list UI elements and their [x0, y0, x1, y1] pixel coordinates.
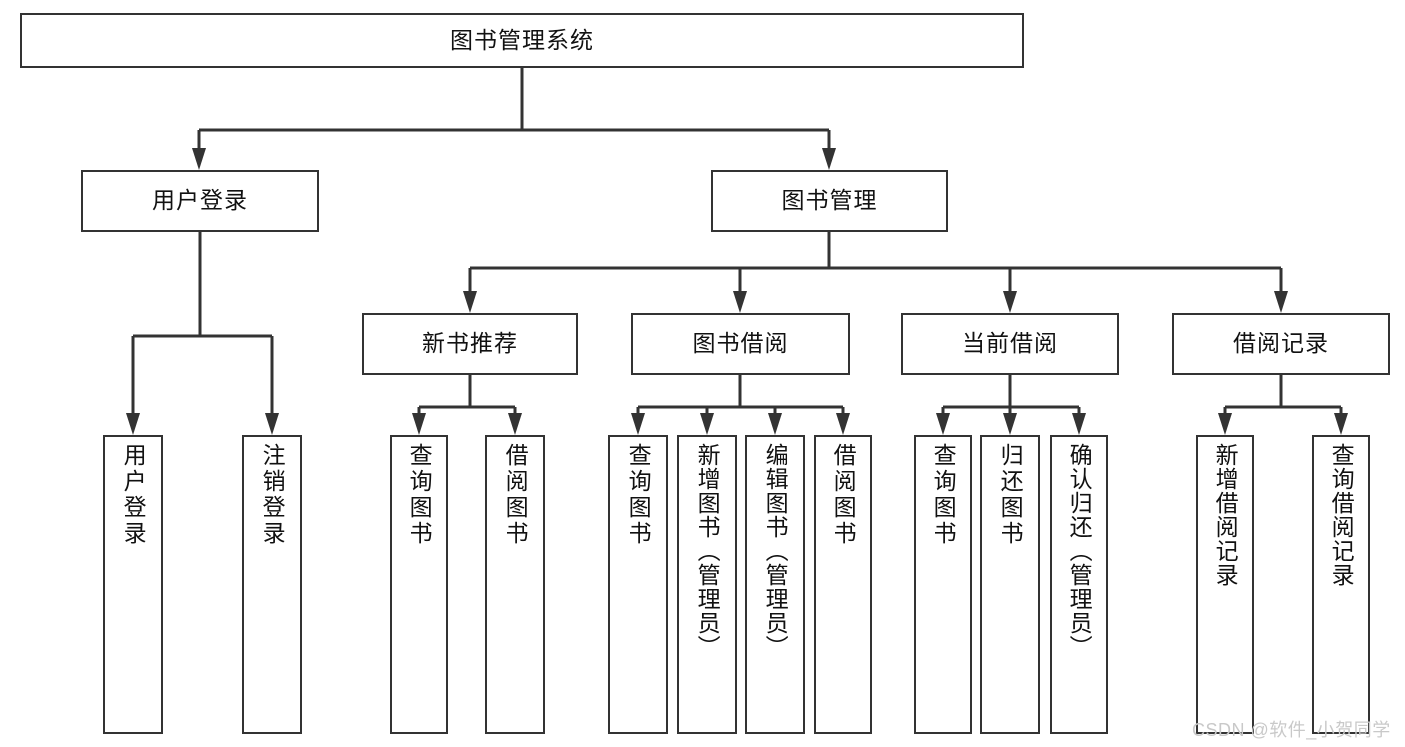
node-leaf-cur-confirm[interactable]: 确认归还（管理员）: [1050, 435, 1108, 734]
node-leaf-nb-borrow[interactable]: 借阅图书: [485, 435, 545, 734]
node-current[interactable]: 当前借阅: [901, 313, 1119, 375]
node-login[interactable]: 用户登录: [81, 170, 319, 232]
node-label-leaf-nb-query: 查询图书: [406, 443, 433, 547]
arrowhead-current-to-leaves-0: [936, 413, 950, 435]
node-label-leaf-bo-query: 查询图书: [625, 443, 652, 547]
node-newbook[interactable]: 新书推荐: [362, 313, 578, 375]
arrowhead-login-to-leaves-0: [126, 413, 140, 435]
arrowhead-borrow-to-leaves-0: [631, 413, 645, 435]
arrowhead-current-to-leaves-2: [1072, 413, 1086, 435]
arrowhead-bookmgmt-to-level2-3: [1274, 291, 1288, 313]
arrowhead-newbook-to-leaves-0: [412, 413, 426, 435]
node-leaf-bo-add[interactable]: 新增图书（管理员）: [677, 435, 737, 734]
arrowhead-login-to-leaves-1: [265, 413, 279, 435]
node-leaf-bo-query[interactable]: 查询图书: [608, 435, 668, 734]
node-root[interactable]: 图书管理系统: [20, 13, 1024, 68]
arrowhead-current-to-leaves-1: [1003, 413, 1017, 435]
node-bookmgmt[interactable]: 图书管理: [711, 170, 948, 232]
node-label-leaf-user-login: 用户登录: [120, 443, 147, 547]
node-leaf-cur-query[interactable]: 查询图书: [914, 435, 972, 734]
arrowhead-bookmgmt-to-level2-0: [463, 291, 477, 313]
node-label-leaf-rec-query: 查询借阅记录: [1328, 443, 1355, 587]
node-label-leaf-bo-borrow: 借阅图书: [830, 443, 857, 547]
arrowhead-records-to-leaves-0: [1218, 413, 1232, 435]
node-label-bookmgmt: 图书管理: [781, 187, 878, 214]
node-label-leaf-rec-add: 新增借阅记录: [1212, 443, 1239, 587]
arrowhead-newbook-to-leaves-1: [508, 413, 522, 435]
node-leaf-bo-borrow[interactable]: 借阅图书: [814, 435, 872, 734]
node-label-current: 当前借阅: [962, 330, 1058, 357]
node-label-borrow: 图书借阅: [692, 330, 789, 357]
arrowhead-borrow-to-leaves-2: [768, 413, 782, 435]
node-leaf-nb-query[interactable]: 查询图书: [390, 435, 448, 734]
node-label-login: 用户登录: [152, 187, 248, 214]
node-leaf-rec-add[interactable]: 新增借阅记录: [1196, 435, 1254, 734]
node-label-records: 借阅记录: [1233, 330, 1329, 357]
node-leaf-cur-return[interactable]: 归还图书: [980, 435, 1040, 734]
node-leaf-user-login[interactable]: 用户登录: [103, 435, 163, 734]
node-label-newbook: 新书推荐: [422, 330, 518, 357]
node-leaf-user-logout[interactable]: 注销登录: [242, 435, 302, 734]
arrowhead-borrow-to-leaves-1: [700, 413, 714, 435]
node-label-leaf-cur-confirm: 确认归还（管理员）: [1066, 443, 1093, 659]
node-label-root: 图书管理系统: [450, 26, 594, 53]
arrowhead-root-to-level1-1: [822, 148, 836, 170]
node-label-leaf-cur-query: 查询图书: [930, 443, 957, 547]
node-label-leaf-user-logout: 注销登录: [259, 443, 286, 547]
node-label-leaf-bo-add: 新增图书（管理员）: [694, 443, 721, 659]
node-records[interactable]: 借阅记录: [1172, 313, 1390, 375]
arrowhead-bookmgmt-to-level2-2: [1003, 291, 1017, 313]
node-borrow[interactable]: 图书借阅: [631, 313, 850, 375]
node-leaf-bo-edit[interactable]: 编辑图书（管理员）: [745, 435, 805, 734]
arrowhead-bookmgmt-to-level2-1: [733, 291, 747, 313]
arrowhead-records-to-leaves-1: [1334, 413, 1348, 435]
watermark: CSDN @软件_小贺同学: [1192, 720, 1391, 740]
node-label-leaf-cur-return: 归还图书: [997, 443, 1024, 547]
node-leaf-rec-query[interactable]: 查询借阅记录: [1312, 435, 1370, 734]
arrowhead-borrow-to-leaves-3: [836, 413, 850, 435]
node-label-leaf-bo-edit: 编辑图书（管理员）: [762, 443, 789, 659]
arrowhead-root-to-level1-0: [192, 148, 206, 170]
node-label-leaf-nb-borrow: 借阅图书: [502, 443, 529, 547]
